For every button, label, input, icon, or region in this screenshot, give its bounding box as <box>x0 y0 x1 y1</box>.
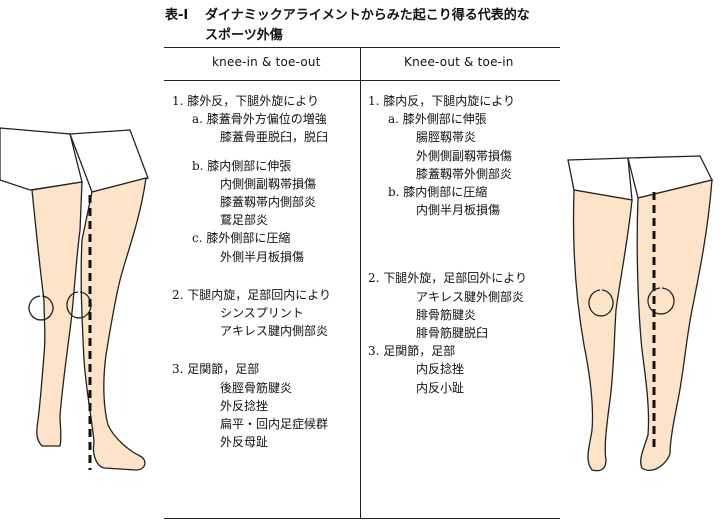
injury-item: シンスプリント <box>220 306 304 321</box>
knee-in-legs-illustration <box>0 127 149 471</box>
kneecap-right-icon <box>647 287 675 315</box>
injury-item: 内側側副靱帯損傷 <box>220 176 317 191</box>
injury-item: 鵞足部炎 <box>220 213 269 228</box>
leg-right <box>636 179 713 471</box>
injury-item: 扁平・回内足症候群 <box>220 417 329 432</box>
leg-left <box>572 189 633 472</box>
header-knee-out: Knee-out & toe-in <box>404 55 514 69</box>
spacer <box>172 340 358 360</box>
injury-item: 後脛骨筋腱炎 <box>220 380 293 395</box>
injury-item: 内反捻挫 <box>416 362 465 377</box>
spacer <box>172 266 358 286</box>
injury-table: knee-in & toe-out Knee-out & toe-in 1. 膝… <box>164 47 560 519</box>
injury-item: 膝蓋靱帯内側部炎 <box>220 195 317 210</box>
section-heading: 2. 下腿外旋，足部回外により <box>368 271 528 286</box>
shorts-left <box>0 127 83 191</box>
spacer <box>368 229 558 239</box>
injury-item: 膝蓋靱帯外側部炎 <box>416 166 513 181</box>
kneecap-left-icon <box>588 289 614 317</box>
injury-item: 膝蓋骨亜脱臼，脱臼 <box>220 130 329 145</box>
injury-item: アキレス腱内側部炎 <box>220 324 329 339</box>
subsection-item: b. 膝内側部に圧縮 <box>388 185 488 200</box>
column-knee-out: 1. 膝内反，下腿内旋により a. 膝外側部に伸張腸脛靱帯炎外側側副靱帯損傷膝蓋靱… <box>368 92 558 397</box>
spacer <box>172 147 358 157</box>
kneecap-left-icon <box>28 295 54 321</box>
column-divider <box>360 48 361 518</box>
subsection-item: a. 膝外側部に伸張 <box>388 112 487 127</box>
injury-item: 内側半月板損傷 <box>416 203 501 218</box>
injury-item: 腓骨筋腱炎 <box>416 307 477 322</box>
section-heading: 3. 足関節，足部 <box>172 362 260 377</box>
header-knee-in: knee-in & toe-out <box>212 55 321 69</box>
section-heading: 2. 下腿内旋，足部回内により <box>172 287 332 302</box>
spacer <box>368 219 558 229</box>
injury-item: 外反母趾 <box>220 435 269 450</box>
table-caption: 表-I ダイナミックアライメントからみた起こり得る代表的な スポーツ外傷 <box>165 6 530 46</box>
kneecap-right-icon <box>66 291 92 319</box>
injury-item: 外反捻挫 <box>220 398 269 413</box>
leg-right <box>80 177 147 471</box>
spacer <box>368 249 558 259</box>
spacer <box>368 239 558 249</box>
subsection-item: c. 膝外側部に圧縮 <box>192 231 291 246</box>
table-number: 表-I <box>165 8 189 23</box>
header-divider <box>164 80 560 81</box>
subsection-item: a. 膝蓋骨外方偏位の増強 <box>192 112 327 127</box>
knee-out-legs-illustration <box>567 155 713 472</box>
leg-left <box>31 181 83 447</box>
injury-item: 腓骨筋腱脱臼 <box>416 326 489 341</box>
caption-line-2: スポーツ外傷 <box>205 28 283 43</box>
injury-item: 腸脛靱帯炎 <box>416 130 477 145</box>
injury-item: 内反小趾 <box>416 380 465 395</box>
shorts-right <box>69 129 149 193</box>
injury-item: 外側半月板損傷 <box>220 249 305 264</box>
injury-item: 外側側副靱帯損傷 <box>416 148 513 163</box>
caption-line-1: ダイナミックアライメントからみた起こり得る代表的な <box>205 8 530 23</box>
injury-item: アキレス腱外側部炎 <box>416 289 525 304</box>
section-heading: 1. 膝内反，下腿内旋により <box>368 94 516 108</box>
section-heading: 1. 膝外反，下腿外旋により <box>172 94 320 108</box>
column-knee-in: 1. 膝外反，下腿外旋により a. 膝蓋骨外方偏位の増強膝蓋骨亜脱臼，脱臼 b. 膝… <box>172 92 358 451</box>
section-heading: 3. 足関節，足部 <box>368 344 456 359</box>
spacer <box>368 259 558 269</box>
subsection-item: b. 膝内側部に伸張 <box>192 158 292 173</box>
